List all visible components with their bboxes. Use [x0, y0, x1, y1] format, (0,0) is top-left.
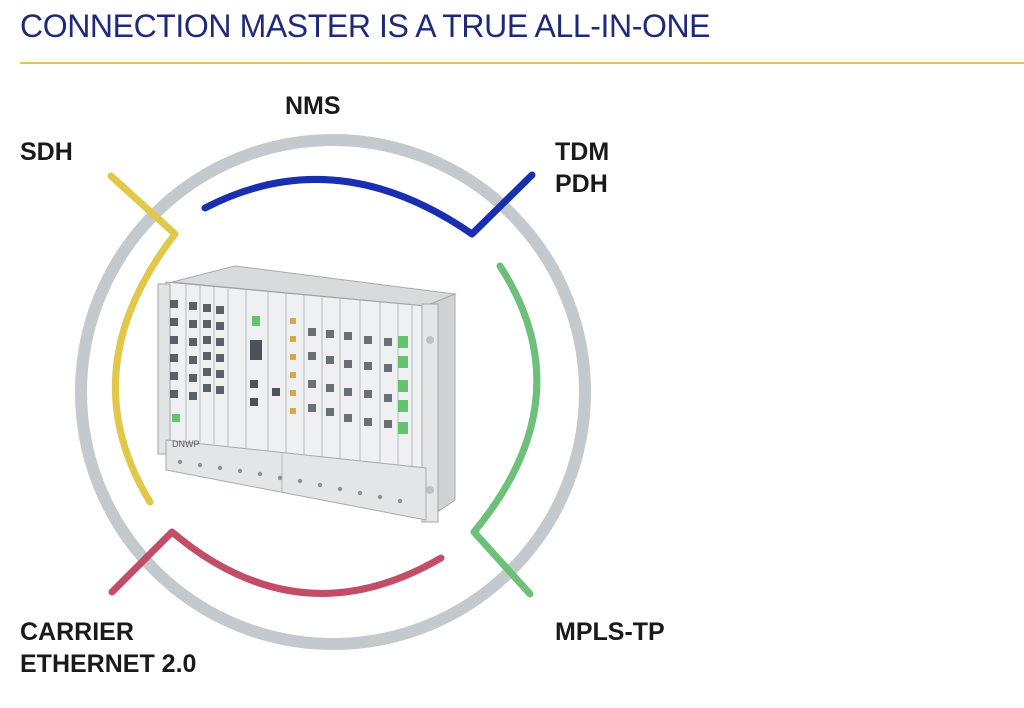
pdh-label: PDH	[555, 170, 608, 198]
left-mount-ear	[157, 283, 171, 455]
device-brand-label: DNWP	[172, 439, 200, 449]
carrier-ethernet-arc	[108, 528, 445, 597]
nms-label: NMS	[285, 92, 341, 120]
sdh-arc	[107, 172, 179, 506]
tdm-pdh-label: TDM PDH	[555, 136, 609, 200]
ethernet-label: ETHERNET 2.0	[20, 650, 197, 678]
title-divider	[20, 62, 1024, 64]
sdh-label: SDH	[20, 138, 73, 166]
page-title: CONNECTION MASTER IS A TRUE ALL-IN-ONE	[20, 8, 711, 44]
nms-tdm-pdh-arc	[201, 171, 536, 238]
outer-ring	[75, 134, 591, 650]
mpls-tp-arc	[470, 262, 541, 598]
device-chassis: DNWP	[157, 265, 457, 523]
carrier-ethernet-label: CARRIER ETHERNET 2.0	[20, 616, 196, 680]
carrier-label: CARRIER	[20, 618, 134, 646]
tdm-label: TDM	[555, 138, 610, 166]
mpls-tp-label: MPLS-TP	[555, 618, 665, 646]
